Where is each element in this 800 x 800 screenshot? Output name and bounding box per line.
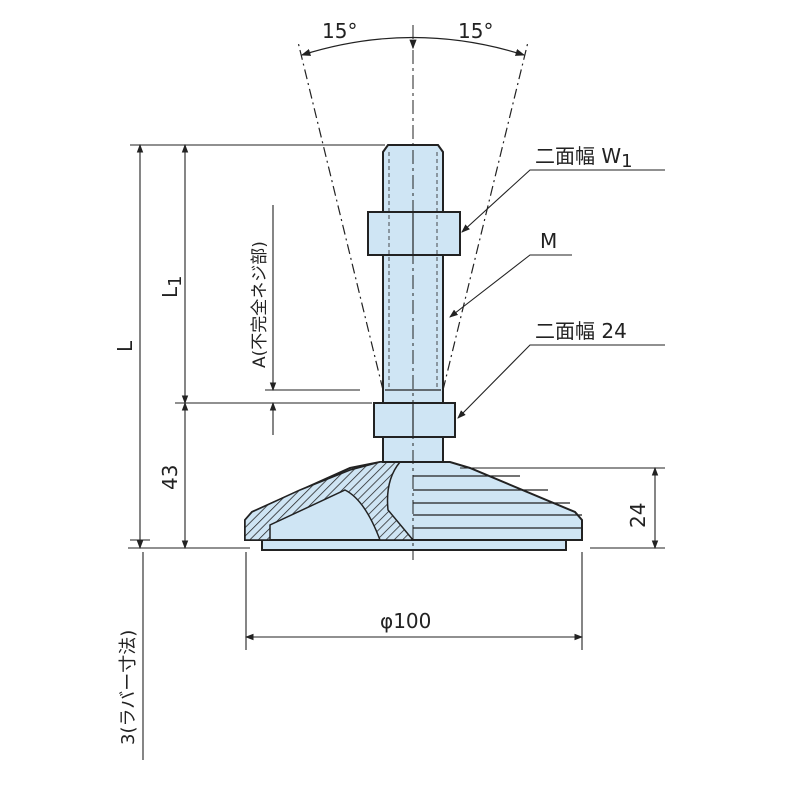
angle-left-label: 15° <box>322 19 357 43</box>
rubber-dim-label: 3(ラバー寸法) <box>118 630 139 745</box>
length-l-label: L <box>113 340 137 352</box>
height-24-label: 24 <box>626 503 650 528</box>
diameter-label: φ100 <box>380 609 431 633</box>
threaded-stud <box>367 144 461 463</box>
incomplete-thread-label: A(不完全ネジ部) <box>250 241 270 368</box>
angle-right-label: 15° <box>458 19 493 43</box>
flat-width-24-label: 二面幅 24 <box>535 319 627 343</box>
flat-width-w1-label: 二面幅 W1 <box>535 144 633 172</box>
upper-nut <box>367 211 461 256</box>
thread-m-label: M <box>540 229 557 253</box>
length-l1-label: L1 <box>158 275 186 298</box>
height-43-label: 43 <box>158 465 182 490</box>
dimension-lines <box>128 143 665 760</box>
lower-nut <box>373 402 456 438</box>
leader-lines <box>449 169 665 419</box>
